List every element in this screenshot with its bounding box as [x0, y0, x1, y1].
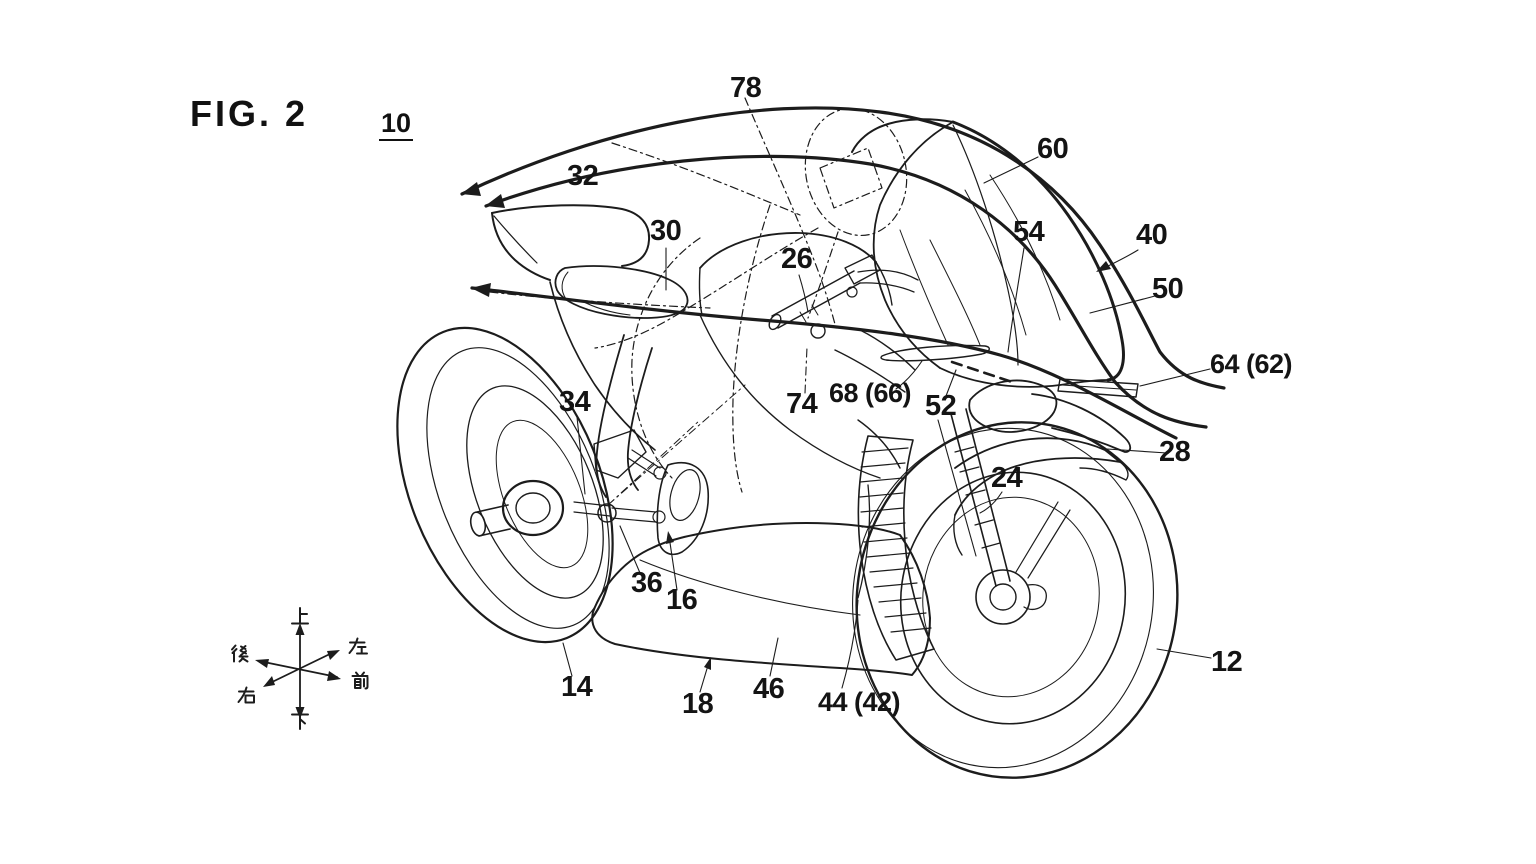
- kanji-rear-icon: 後: [228, 642, 250, 664]
- frame-spar: [595, 334, 653, 498]
- ref-label-36: 36: [631, 567, 663, 599]
- front-nose: [834, 329, 1132, 469]
- ref-label-50: 50: [1152, 273, 1184, 305]
- ref-label-60: 60: [1037, 133, 1069, 165]
- radiator-louver: [857, 435, 935, 661]
- kanji-right-icon: 右: [235, 684, 257, 706]
- leader-arrowheads: [666, 261, 1111, 670]
- axis-indicator: [255, 623, 341, 719]
- steering-axis-phantom: [744, 97, 837, 329]
- ref-label-68-66: 68 (66): [829, 378, 912, 408]
- kanji-down-icon: 下: [289, 710, 311, 732]
- ref-label-78: 78: [730, 72, 762, 104]
- rider-phantom: [489, 107, 908, 493]
- belly-pan: [591, 484, 931, 676]
- handlebar: [768, 254, 919, 339]
- ref-label-30: 30: [650, 215, 682, 247]
- muffler-outlet: [469, 479, 565, 537]
- airflow-arrow-upper: [460, 106, 1226, 390]
- ref-label-26: 26: [781, 243, 813, 275]
- fuel-tank: [698, 232, 893, 479]
- ref-label-18: 18: [682, 688, 714, 720]
- side-panel-edge: [549, 281, 656, 451]
- ref-label-16: 16: [666, 584, 698, 616]
- rear-wheel: [396, 326, 614, 644]
- ref-label-24: 24: [991, 462, 1023, 494]
- winglet: [1057, 378, 1139, 398]
- air-slot: [880, 344, 990, 362]
- ref-label-28: 28: [1159, 436, 1191, 468]
- ref-label-46: 46: [753, 673, 785, 705]
- kanji-left-icon: 左: [346, 635, 368, 657]
- hidden-duct-edge: [950, 360, 1014, 384]
- ref-label-54: 54: [1013, 216, 1045, 248]
- footrest-bracket: [656, 461, 710, 556]
- figure-number: 10: [379, 110, 414, 141]
- ref-label-40: 40: [1136, 219, 1168, 251]
- ref-label-44-42: 44 (42): [818, 687, 901, 717]
- ref-label-52: 52: [925, 390, 957, 422]
- ref-label-12: 12: [1211, 646, 1243, 678]
- kanji-front-icon: 前: [349, 669, 371, 691]
- leader-lines: [562, 156, 1212, 693]
- ref-label-74: 74: [786, 388, 818, 420]
- ref-label-14: 14: [561, 671, 593, 703]
- front-wheel: [852, 421, 1179, 779]
- front-fender: [953, 437, 1129, 556]
- ref-label-64-62: 64 (62): [1210, 349, 1293, 379]
- suspension-linkage: [573, 384, 746, 524]
- kanji-up-icon: 上: [289, 605, 311, 627]
- windscreen: [851, 118, 1125, 388]
- ref-label-32: 32: [567, 160, 599, 192]
- airflow-arrow-middle: [484, 154, 1208, 429]
- seat: [554, 265, 689, 319]
- ref-label-34: 34: [559, 386, 591, 418]
- figure-title: FIG. 2: [190, 93, 309, 134]
- tail-cowl: [491, 204, 651, 281]
